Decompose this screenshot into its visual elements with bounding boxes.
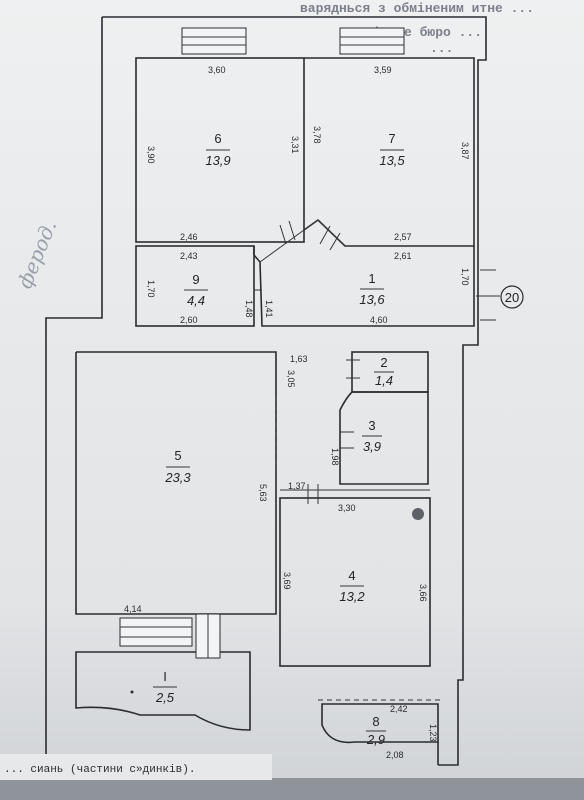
dim-r4-top: 3,30 <box>338 503 356 513</box>
room-9-area: 4,4 <box>187 293 205 308</box>
dim-r3-left: 1,98 <box>330 448 340 466</box>
dim-r9-bottom: 2,60 <box>180 315 198 325</box>
dim-r4-top-left: 1,37 <box>288 481 306 491</box>
room-1-area: 13,6 <box>359 292 385 307</box>
room-6-area: 13,9 <box>205 153 230 168</box>
room-6-number: 6 <box>214 131 221 146</box>
dim-r6-right: 3,31 <box>290 136 300 154</box>
header-line-1: варяднься з обміненим итне ... <box>300 1 534 16</box>
window-room-5 <box>119 617 193 647</box>
dim-r7-left: 3,78 <box>312 126 322 144</box>
room-5-number: 5 <box>174 448 181 463</box>
dim-r9-right-b: 1,41 <box>264 300 274 318</box>
dim-r4-right: 3,66 <box>418 584 428 602</box>
room-5-walls <box>75 351 277 615</box>
room-7-area: 13,5 <box>379 153 405 168</box>
riser-icon <box>412 508 424 520</box>
dim-r6-bottom: 2,46 <box>180 232 198 242</box>
room-3-area: 3,9 <box>363 439 381 454</box>
dim-r5-top-right: 1,63 <box>290 354 308 364</box>
room-3-walls <box>339 391 429 485</box>
footer-strip <box>0 778 584 800</box>
dim-r8-top: 2,42 <box>390 704 408 714</box>
dim-r9-top: 2,43 <box>180 251 198 261</box>
room-9-number: 9 <box>192 272 199 287</box>
handwritten-note: ферод. <box>12 217 61 292</box>
corridor-wall-right <box>317 219 346 247</box>
footer-paper <box>0 754 272 780</box>
room-8-walls <box>321 703 439 744</box>
room-1-walls <box>253 246 475 327</box>
dim-r1-top-right: 2,61 <box>394 251 412 261</box>
room-6-walls <box>135 57 305 243</box>
corridor-wall-left <box>259 229 305 263</box>
outer-wall-left <box>45 17 103 763</box>
footer-text: ... сиань (частини с»динків). <box>4 764 195 776</box>
outer-wall-right <box>102 16 487 766</box>
room-8-area: 2,9 <box>366 732 385 747</box>
stamp-number: 20 <box>505 290 519 305</box>
room-4-number: 4 <box>348 568 355 583</box>
dim-r7-top: 3,59 <box>374 65 392 75</box>
dim-r1-bottom: 4,60 <box>370 315 388 325</box>
room-2-area: 1,4 <box>375 373 393 388</box>
balcony-mark <box>130 690 134 694</box>
room-3-number: 3 <box>368 418 375 433</box>
dim-r9-right-a: 1,48 <box>244 300 254 318</box>
dim-r7-bottom: 2,57 <box>394 232 412 242</box>
dim-r5-right-a: 3,05 <box>286 370 296 388</box>
stamp-circle <box>500 285 524 309</box>
room-5-area: 23,3 <box>164 470 191 485</box>
corridor-wall-top <box>303 219 319 231</box>
room-4-walls <box>279 497 431 667</box>
window-room-7 <box>339 27 405 55</box>
room-4-area: 13,2 <box>339 589 365 604</box>
window-room-6 <box>181 27 247 55</box>
dim-r6-top: 3,60 <box>208 65 226 75</box>
dim-r8-bottom: 2,08 <box>386 750 404 760</box>
room-1-number: 1 <box>368 271 375 286</box>
dim-r1-right: 1,70 <box>460 268 470 286</box>
dim-r7-right: 3,87 <box>460 142 470 160</box>
dim-r8-right: 1,23 <box>428 724 438 742</box>
dim-r4-left: 3,69 <box>282 572 292 590</box>
dim-r9-left: 1,70 <box>146 280 156 298</box>
room-7-walls <box>303 57 475 247</box>
room-7-number: 7 <box>388 131 395 146</box>
dim-r5-bottom: 4,14 <box>124 604 142 614</box>
room-2-number: 2 <box>380 355 387 370</box>
room-I-area: 2,5 <box>155 690 175 705</box>
dim-r6-left: 3,90 <box>146 146 156 164</box>
room-I-number: I <box>163 669 167 684</box>
header-line-3: ... <box>430 41 453 56</box>
room-9-walls <box>135 245 255 327</box>
dim-r5-right-b: 5,63 <box>258 484 268 502</box>
room-I-walls <box>75 651 251 731</box>
room-8-number: 8 <box>372 714 379 729</box>
